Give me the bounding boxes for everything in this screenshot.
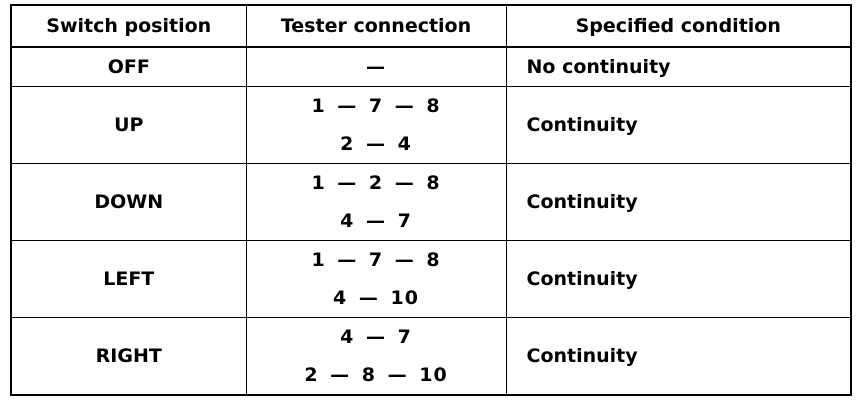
specified-condition-cell: No continuity xyxy=(505,46,852,87)
table-row-left: LEFT 1 — 7 — 8 4 — 10 Continuity xyxy=(10,240,852,318)
tester-connection-cell: 4 — 7 2 — 8 — 10 xyxy=(245,317,507,396)
switch-position-cell: OFF xyxy=(10,46,247,87)
specified-condition-cell: Continuity xyxy=(505,163,852,241)
connection-line: 1 — 7 — 8 xyxy=(311,249,441,271)
connection-line: 4 — 7 xyxy=(340,326,412,348)
table-row-down: DOWN 1 — 2 — 8 4 — 7 Continuity xyxy=(10,163,852,241)
switch-inspection-table: Switch position Tester connection Specif… xyxy=(10,4,852,396)
specified-condition-cell: Continuity xyxy=(505,86,852,164)
switch-position-cell: UP xyxy=(10,86,247,164)
connection-line: 2 — 4 xyxy=(340,133,412,155)
connection-line: 2 — 8 — 10 xyxy=(304,364,448,386)
header-specified-condition: Specified condition xyxy=(505,4,852,48)
connection-line: 4 — 7 xyxy=(340,210,412,232)
switch-position-cell: LEFT xyxy=(10,240,247,318)
tester-connection-cell: 1 — 2 — 8 4 — 7 xyxy=(245,163,507,241)
tester-connection-cell: — xyxy=(245,46,507,87)
connection-line: 1 — 7 — 8 xyxy=(311,95,441,117)
specified-condition-cell: Continuity xyxy=(505,240,852,318)
switch-position-cell: DOWN xyxy=(10,163,247,241)
specified-condition-cell: Continuity xyxy=(505,317,852,396)
connection-line: 4 — 10 xyxy=(333,287,419,309)
table-row-up: UP 1 — 7 — 8 2 — 4 Continuity xyxy=(10,86,852,164)
table-header-row: Switch position Tester connection Specif… xyxy=(10,4,852,48)
header-switch-position: Switch position xyxy=(10,4,247,48)
header-tester-connection: Tester connection xyxy=(245,4,507,48)
connection-line: — xyxy=(366,56,386,78)
connection-line: 1 — 2 — 8 xyxy=(311,172,441,194)
table-row-off: OFF — No continuity xyxy=(10,46,852,87)
tester-connection-cell: 1 — 7 — 8 2 — 4 xyxy=(245,86,507,164)
tester-connection-cell: 1 — 7 — 8 4 — 10 xyxy=(245,240,507,318)
table-row-right: RIGHT 4 — 7 2 — 8 — 10 Continuity xyxy=(10,317,852,396)
switch-position-cell: RIGHT xyxy=(10,317,247,396)
